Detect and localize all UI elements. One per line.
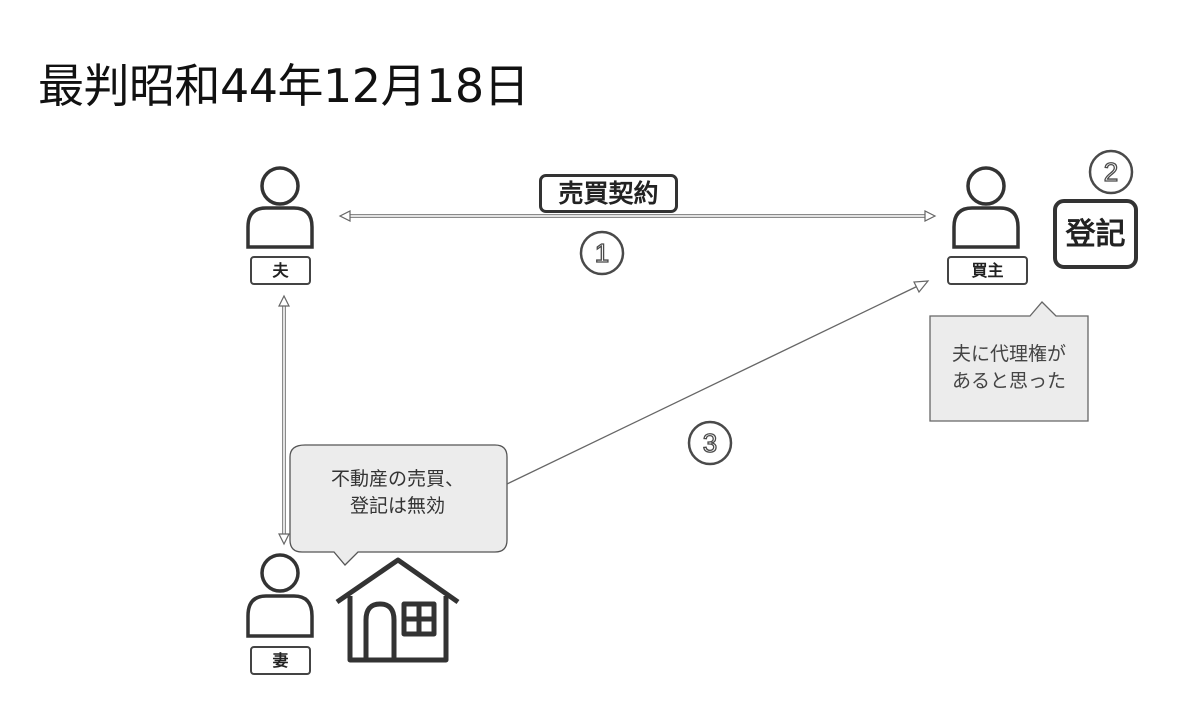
husband-person-icon bbox=[246, 166, 314, 249]
buyer-label: 買主 bbox=[947, 256, 1028, 285]
claim-arrow bbox=[506, 280, 930, 485]
buyer-bubble-line1: 夫に代理権が bbox=[951, 343, 1066, 365]
buyer-bubble-line2: あると思った bbox=[951, 370, 1066, 392]
wife-bubble-line2: 登記は無効 bbox=[349, 495, 445, 517]
contract-double-arrow bbox=[338, 210, 937, 222]
buyer-speech-bubble bbox=[929, 301, 1089, 422]
buyer-person-icon bbox=[952, 166, 1020, 249]
wife-bubble-text: 不動産の売買、 登記は無効 bbox=[290, 466, 505, 520]
step-one-circle bbox=[579, 230, 625, 276]
buyer-bubble-text: 夫に代理権が あると思った bbox=[930, 341, 1088, 395]
wife-speech-bubble bbox=[289, 444, 508, 566]
house-icon bbox=[335, 557, 460, 663]
wife-label: 妻 bbox=[250, 646, 311, 675]
page-title: 最判昭和44年12月18日 bbox=[38, 59, 530, 113]
register-label: 登記 bbox=[1053, 199, 1138, 269]
husband-wife-double-arrow bbox=[278, 294, 290, 546]
wife-person-icon bbox=[246, 553, 314, 638]
contract-label: 売買契約 bbox=[539, 174, 678, 213]
step-two-circle bbox=[1088, 149, 1134, 195]
wife-bubble-line1: 不動産の売買、 bbox=[330, 468, 464, 490]
step-three-circle bbox=[687, 420, 733, 466]
husband-label: 夫 bbox=[250, 256, 311, 285]
